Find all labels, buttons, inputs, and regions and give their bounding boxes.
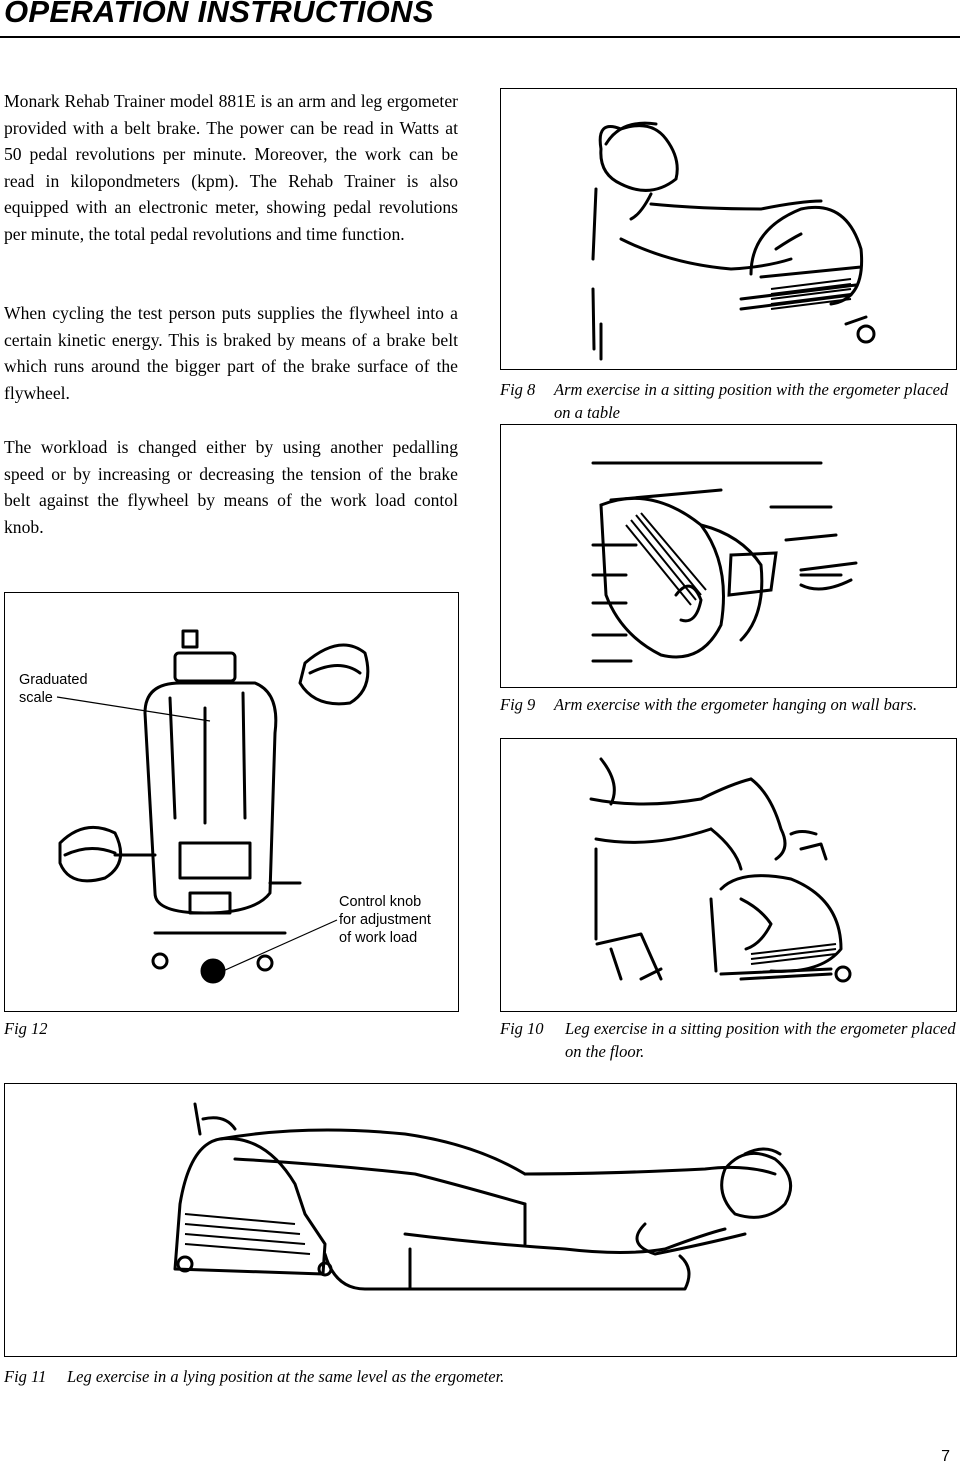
fig11-leg-lying-illustration: [173, 1102, 793, 1291]
fig11-number: Fig 11: [4, 1367, 47, 1386]
control-knob-callout: Control knob for adjustment of work load: [339, 894, 431, 946]
fig12-number: Fig 12: [4, 1019, 48, 1038]
fig8-arm-sitting-illustration: [591, 121, 876, 361]
fig10-number: Fig 10: [500, 1019, 544, 1038]
header-rule: [0, 36, 960, 38]
fig8-frame: [500, 88, 957, 370]
fig12-caption: Fig 12: [4, 1017, 48, 1040]
fig9-caption-text: Arm exercise with the ergometer hanging …: [554, 695, 918, 714]
fig9-frame: [500, 424, 957, 688]
fig9-number: Fig 9: [500, 695, 536, 714]
fig12-frame: Graduated scale Control knob for adjustm…: [4, 592, 459, 1012]
fig10-frame: [500, 738, 957, 1012]
fig11-caption-text: Leg exercise in a lying position at the …: [67, 1367, 505, 1386]
fig10-caption: Fig 10 Leg exercise in a sitting positio…: [500, 1017, 960, 1063]
page-number: 7: [941, 1448, 950, 1465]
fig12-ergometer-front-illustration: [56, 629, 370, 984]
fig8-caption-text: Arm exercise in a sitting position with …: [554, 380, 949, 422]
graduated-scale-callout: Graduated scale: [19, 672, 88, 706]
workload-paragraph: The workload is changed either by using …: [4, 437, 458, 537]
fig9-wall-bars-illustration: [591, 461, 858, 663]
fig8-number: Fig 8: [500, 380, 536, 399]
fig9-caption: Fig 9 Arm exercise with the ergometer ha…: [500, 693, 960, 716]
fig10-caption-text: Leg exercise in a sitting position with …: [565, 1019, 956, 1061]
intro-paragraph: Monark Rehab Trainer model 881E is an ar…: [4, 91, 458, 244]
flywheel-paragraph: When cycling the test person puts suppli…: [4, 303, 458, 403]
fig11-frame: [4, 1083, 957, 1357]
fig10-leg-sitting-illustration: [589, 757, 852, 983]
fig11-caption: Fig 11 Leg exercise in a lying position …: [4, 1365, 954, 1388]
page-title: OPERATION INSTRUCTIONS: [4, 0, 434, 29]
fig8-caption: Fig 8 Arm exercise in a sitting position…: [500, 378, 960, 424]
